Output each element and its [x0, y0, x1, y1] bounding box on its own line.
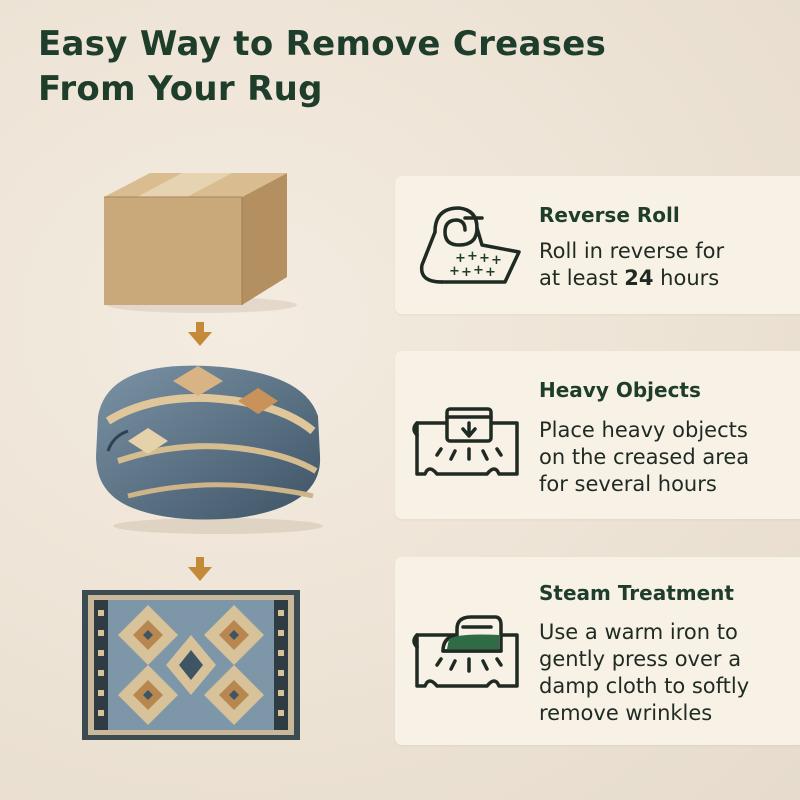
desc-suffix: hours [653, 266, 720, 290]
desc-line: damp cloth to softly [539, 674, 750, 698]
weight-on-rug-icon [407, 379, 527, 489]
desc-line: Roll in reverse for [539, 239, 725, 263]
title-line-2: From Your Rug [38, 69, 323, 109]
page-title: Easy Way to Remove Creases From Your Rug [38, 22, 658, 112]
arrow-down-icon [187, 557, 213, 583]
svg-text:+: + [491, 253, 502, 268]
svg-text:+: + [485, 265, 496, 280]
svg-text:+: + [449, 264, 460, 279]
step-description: Place heavy objects on the creased area … [539, 417, 789, 498]
flat-rug-image [82, 590, 300, 740]
step-card-reverse-roll: ++++ ++++ Reverse Roll Roll in reverse f… [395, 176, 800, 314]
cardboard-box-image [92, 165, 302, 315]
desc-line: for several hours [539, 472, 717, 496]
desc-line: Use a warm iron to [539, 620, 738, 644]
svg-text:+: + [473, 263, 484, 278]
svg-text:+: + [467, 249, 478, 264]
svg-text:+: + [455, 251, 466, 266]
step-heading: Reverse Roll [539, 203, 680, 227]
hours-value: 24 [624, 266, 654, 290]
desc-line: on the creased area [539, 445, 750, 469]
title-line-1: Easy Way to Remove Creases [38, 24, 607, 64]
folded-rug-image [88, 356, 328, 536]
step-heading: Steam Treatment [539, 581, 734, 605]
step-card-steam-treatment: Steam Treatment Use a warm iron to gentl… [395, 557, 800, 745]
desc-line: at least 24 hours [539, 265, 789, 292]
svg-text:+: + [479, 251, 490, 266]
desc-line: remove wrinkles [539, 701, 713, 725]
svg-text:+: + [461, 265, 472, 280]
step-card-heavy-objects: Heavy Objects Place heavy objects on the… [395, 351, 800, 519]
step-description: Roll in reverse for at least 24 hours [539, 238, 789, 292]
arrow-down-icon [187, 322, 213, 348]
step-description: Use a warm iron to gently press over a d… [539, 619, 789, 727]
desc-prefix: at least [539, 266, 625, 290]
iron-on-rug-icon [407, 591, 527, 701]
desc-line: Place heavy objects [539, 418, 748, 442]
desc-line: gently press over a [539, 647, 742, 671]
rolled-rug-icon: ++++ ++++ [407, 190, 527, 300]
step-heading: Heavy Objects [539, 378, 701, 402]
